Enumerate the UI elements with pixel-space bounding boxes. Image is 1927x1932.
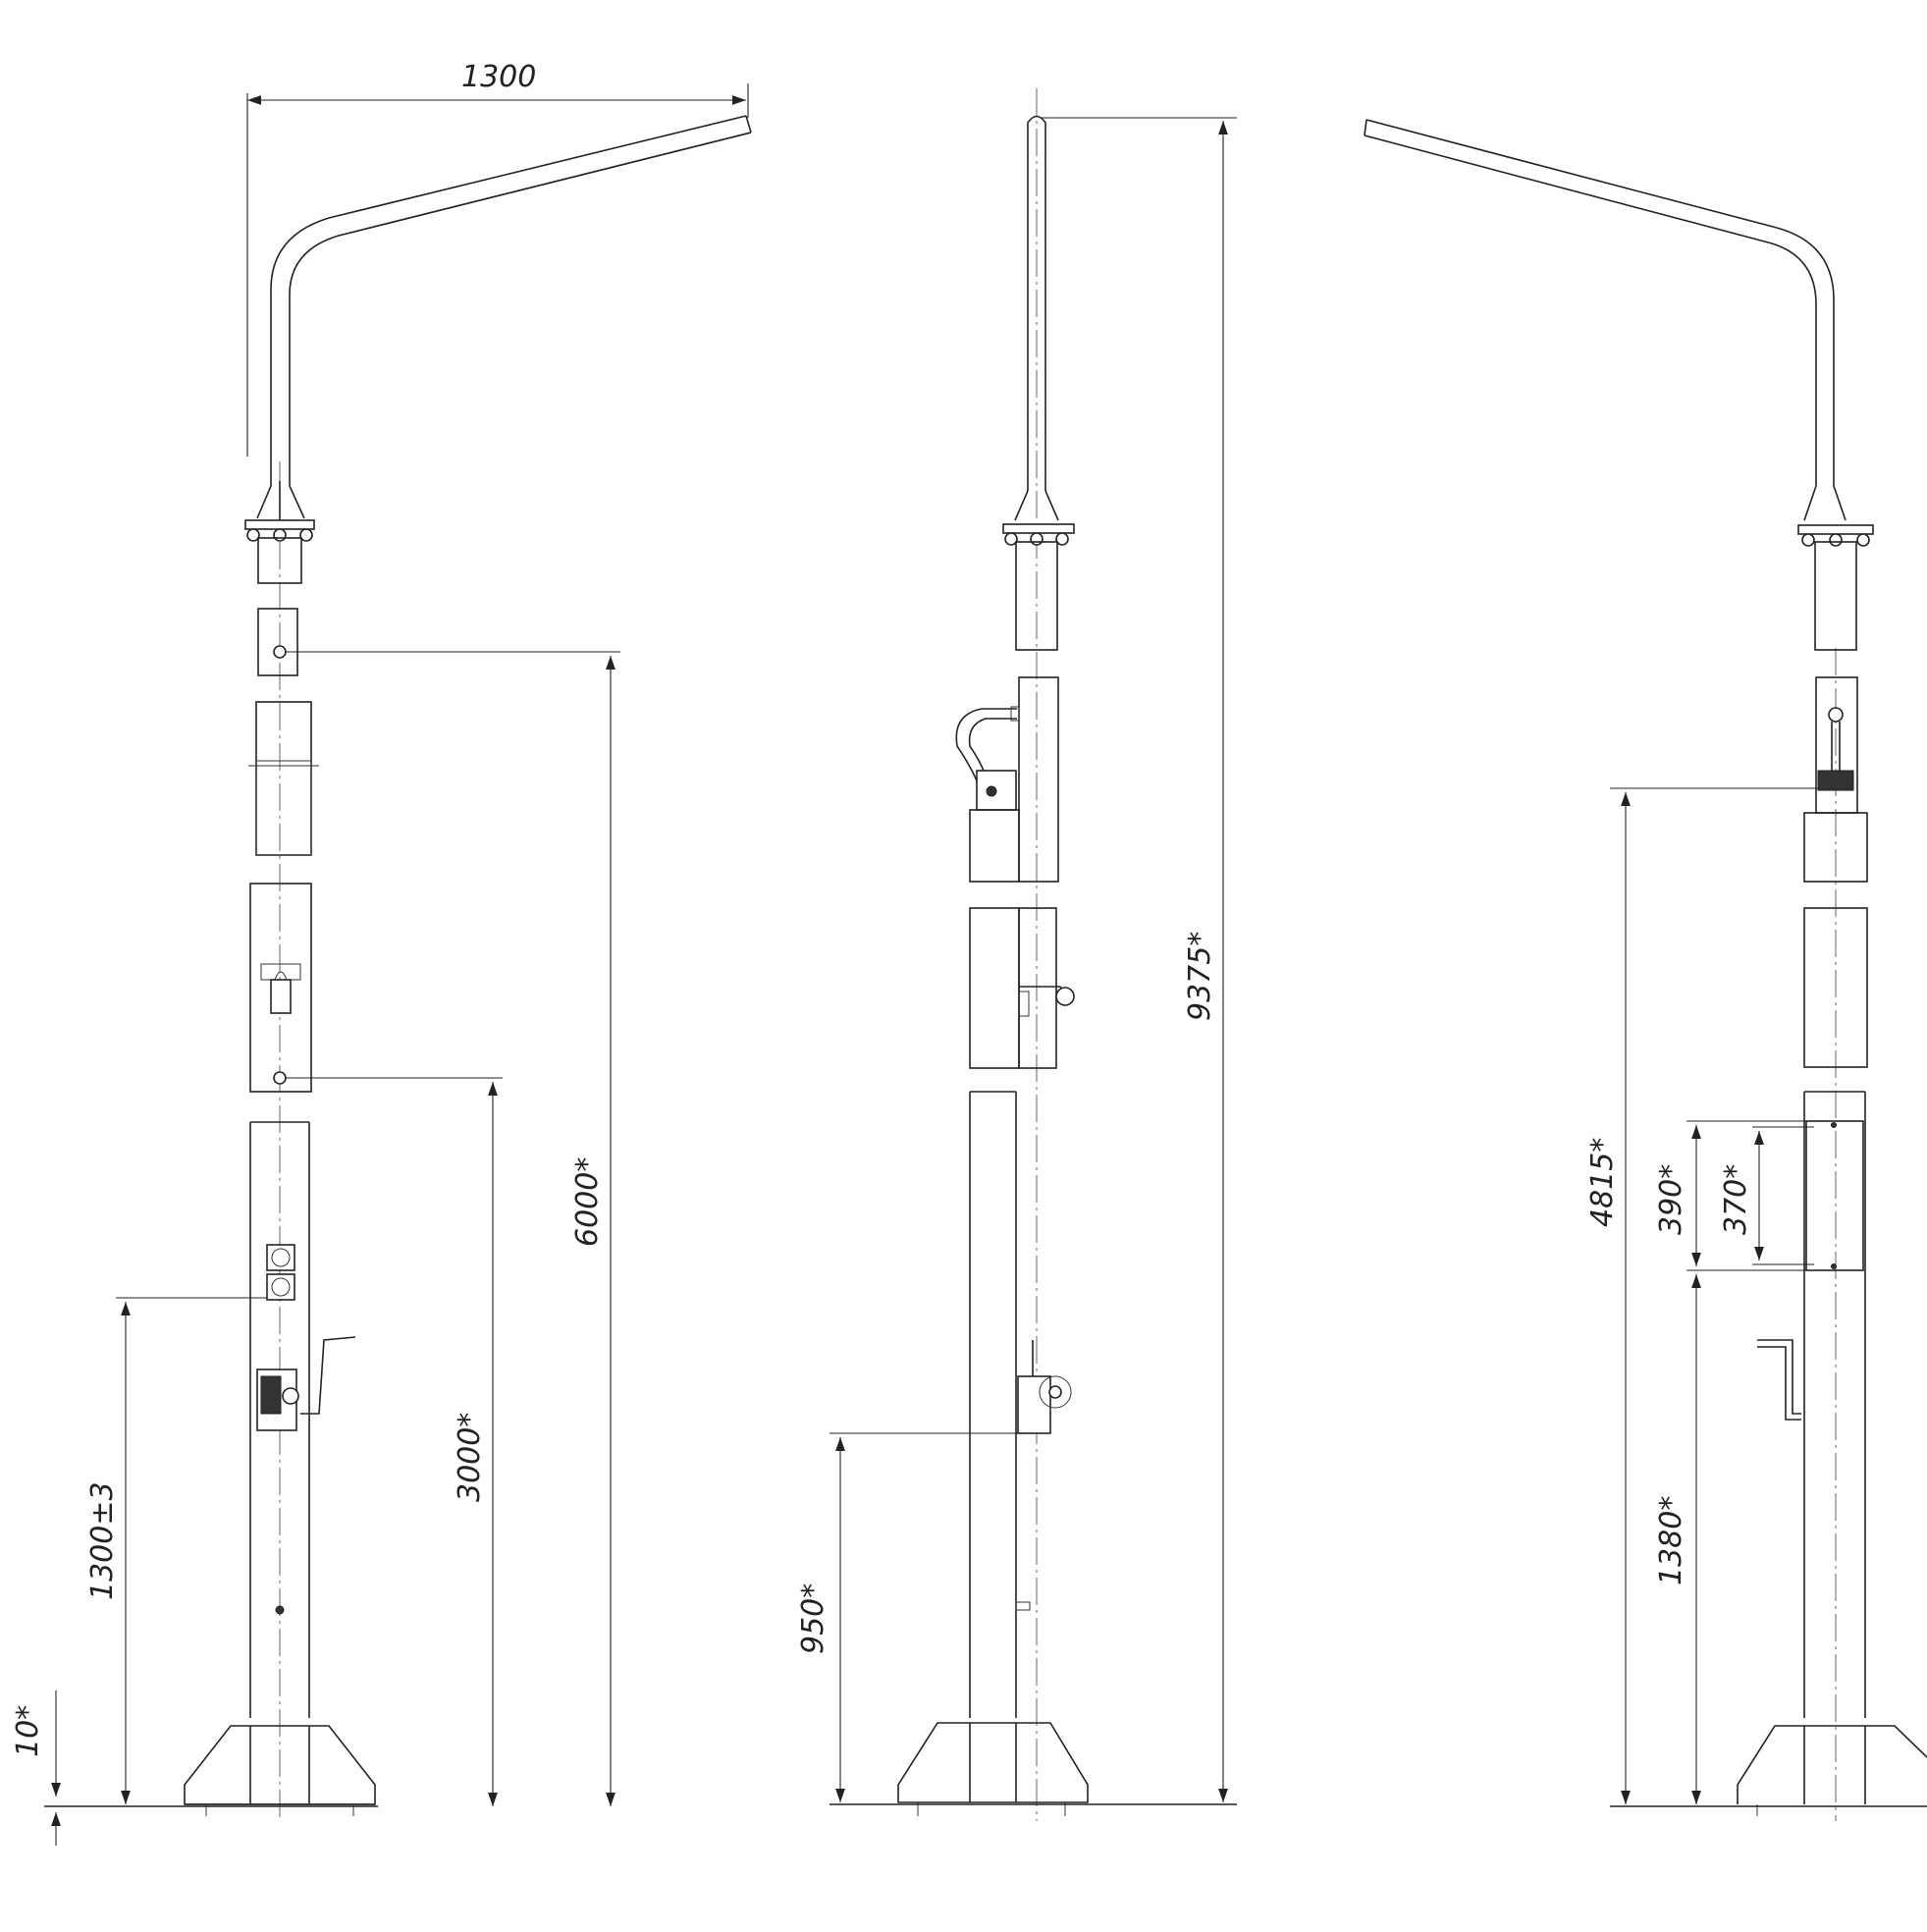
pole-middle-view <box>830 88 1237 1821</box>
dimensions-middle: 9375* 950* <box>796 117 1237 1802</box>
dim-hatch-outer: 390* <box>1654 1164 1688 1235</box>
pole-right-view <box>1364 119 1927 1821</box>
dim-total-height: 9375* <box>1183 932 1217 1021</box>
dim-bracket-height: 4815* <box>1585 1138 1620 1227</box>
dim-upper-hole-height: 6000* <box>570 1157 605 1247</box>
dim-hatch-inner: 370* <box>1719 1164 1753 1235</box>
dim-hatch-bottom: 1380* <box>1654 1496 1688 1585</box>
dim-label-height: 1300±3 <box>85 1481 120 1600</box>
pole-left-view <box>44 115 752 1821</box>
dimensions-right: 4815* 390* 370* 1380* <box>1585 787 1818 1804</box>
dimensions-left: 1300 6000* 3000* 1300±3 10* <box>11 60 749 1846</box>
dim-winch-height: 950* <box>796 1583 830 1654</box>
dim-lower-hole-height: 3000* <box>453 1413 487 1502</box>
dim-base-plate: 10* <box>11 1705 45 1757</box>
dim-arm-reach: 1300 <box>461 60 536 94</box>
